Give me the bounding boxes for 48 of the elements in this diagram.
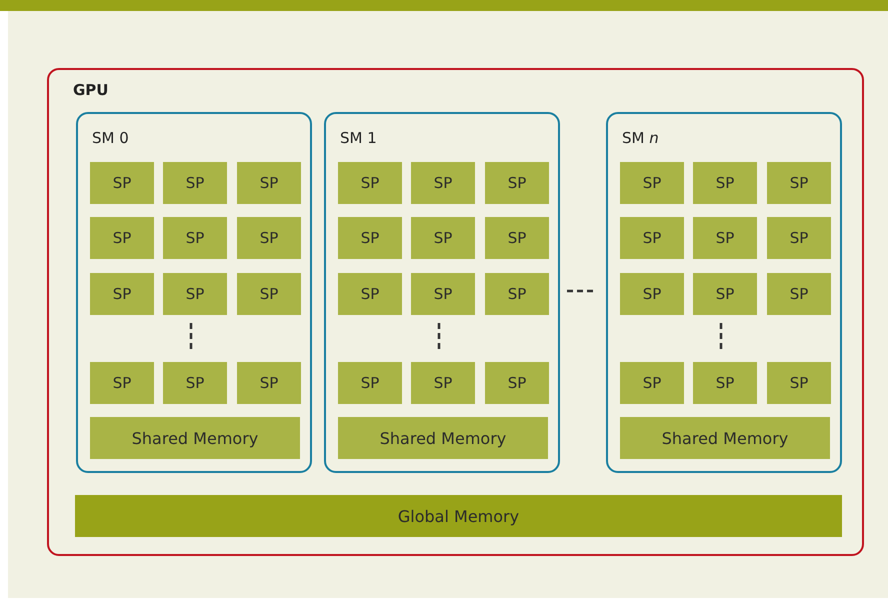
- sp-unit: SP: [620, 362, 684, 404]
- sm-frame: [324, 112, 560, 473]
- sp-unit: SP: [485, 362, 549, 404]
- memory-bar: Global Memory: [75, 495, 842, 537]
- gpu-frame: [47, 68, 864, 556]
- sp-unit: SP: [237, 217, 301, 259]
- sp-unit: SP: [485, 273, 549, 315]
- sp-unit: SP: [767, 362, 831, 404]
- sp-unit: SP: [338, 362, 402, 404]
- sm-frame: [76, 112, 312, 473]
- sp-unit: SP: [767, 162, 831, 204]
- sp-unit: SP: [90, 162, 154, 204]
- sp-unit: SP: [90, 217, 154, 259]
- sp-unit: SP: [237, 362, 301, 404]
- sp-unit: SP: [693, 217, 757, 259]
- memory-bar: Shared Memory: [338, 417, 548, 459]
- sp-unit: SP: [485, 217, 549, 259]
- sp-unit: SP: [411, 217, 475, 259]
- sp-unit: SP: [338, 273, 402, 315]
- sp-unit: SP: [163, 217, 227, 259]
- sp-unit: SP: [485, 162, 549, 204]
- sp-unit: SP: [411, 162, 475, 204]
- sp-unit: SP: [693, 162, 757, 204]
- memory-bar: Shared Memory: [620, 417, 830, 459]
- sp-unit: SP: [338, 217, 402, 259]
- sp-unit: SP: [620, 273, 684, 315]
- sp-unit: SP: [767, 273, 831, 315]
- sm-frame: [606, 112, 842, 473]
- sp-unit: SP: [163, 273, 227, 315]
- sp-unit: SP: [767, 217, 831, 259]
- sp-unit: SP: [237, 273, 301, 315]
- sp-unit: SP: [620, 162, 684, 204]
- sp-unit: SP: [338, 162, 402, 204]
- sp-unit: SP: [163, 162, 227, 204]
- memory-bar: Shared Memory: [90, 417, 300, 459]
- sp-unit: SP: [163, 362, 227, 404]
- sm-label: SM 0: [92, 129, 129, 147]
- sp-unit: SP: [411, 273, 475, 315]
- sp-unit: SP: [90, 362, 154, 404]
- sm-label: SM 1: [340, 129, 377, 147]
- sp-unit: SP: [90, 273, 154, 315]
- gpu-label: GPU: [73, 81, 108, 99]
- sp-unit: SP: [620, 217, 684, 259]
- sp-unit: SP: [237, 162, 301, 204]
- sp-unit: SP: [693, 362, 757, 404]
- sp-unit: SP: [411, 362, 475, 404]
- sm-label: SM n: [622, 129, 659, 147]
- sp-unit: SP: [693, 273, 757, 315]
